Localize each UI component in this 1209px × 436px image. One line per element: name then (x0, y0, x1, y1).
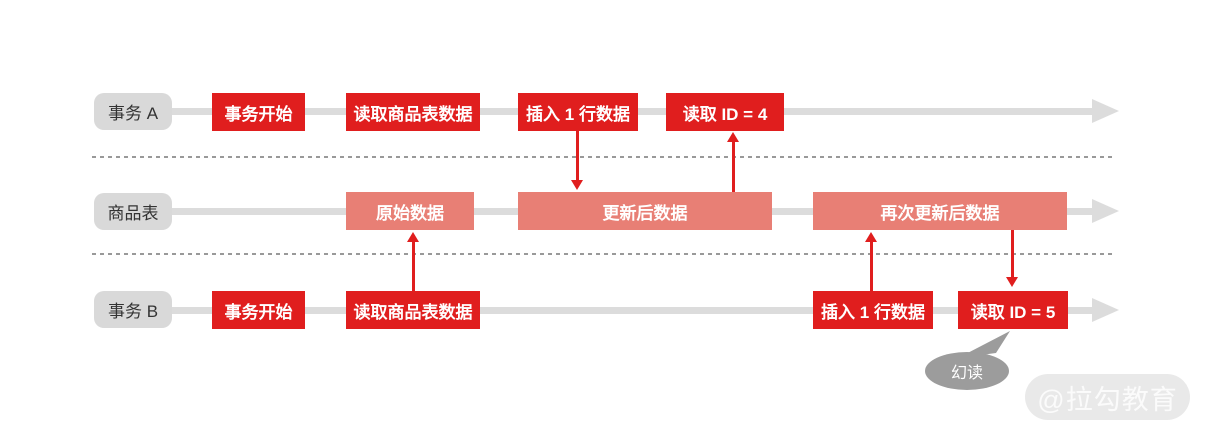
timeline-transaction-b (171, 298, 1119, 322)
node-b-insert-row: 插入 1 行数据 (813, 291, 933, 329)
node-b-read-product-table: 读取商品表数据 (346, 291, 480, 329)
divider-dashed-top (92, 156, 1112, 158)
callout-bubble-tail (958, 331, 1010, 358)
lane-label-transaction-b: 事务 B (94, 291, 172, 328)
node-a-insert-row: 插入 1 行数据 (518, 93, 638, 131)
arrow-b-insert-to-updated-again (865, 232, 877, 291)
callout-phantom-read: 幻读 (925, 352, 1009, 390)
node-table-updated-data: 更新后数据 (518, 192, 772, 230)
arrow-a-insert-to-updated-data (571, 131, 583, 190)
node-a-transaction-start: 事务开始 (212, 93, 305, 131)
node-b-transaction-start: 事务开始 (212, 291, 305, 329)
arrow-b-read-to-original-data (407, 232, 419, 291)
node-a-read-id-4: 读取 ID = 4 (666, 93, 784, 131)
lane-label-transaction-a: 事务 A (94, 93, 172, 130)
arrow-updated-again-to-b-read-id5 (1006, 230, 1018, 287)
node-table-original-data: 原始数据 (346, 192, 474, 230)
arrow-updated-data-to-a-read-id4 (727, 132, 739, 192)
divider-dashed-bottom (92, 253, 1112, 255)
lane-label-product-table: 商品表 (94, 193, 172, 230)
watermark-lagou-education: @拉勾教育 (1025, 374, 1190, 420)
node-b-read-id-5: 读取 ID = 5 (958, 291, 1068, 329)
node-a-read-product-table: 读取商品表数据 (346, 93, 480, 131)
node-table-updated-again-data: 再次更新后数据 (813, 192, 1067, 230)
